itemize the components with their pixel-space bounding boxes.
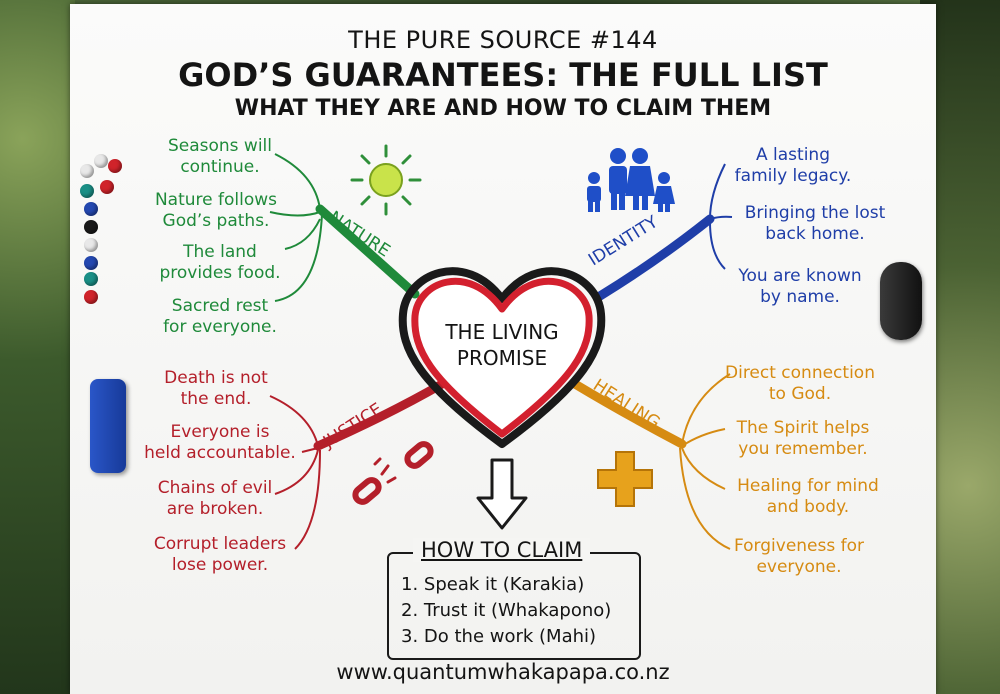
magnet xyxy=(84,238,98,252)
nature-item-1: Seasons will continue. xyxy=(167,136,273,177)
justice-label: JUSTICE xyxy=(319,399,386,452)
subtitle: WHAT THEY ARE AND HOW TO CLAIM THEM xyxy=(234,96,772,121)
claim-step-2: 2. Trust it (Whakapono) xyxy=(401,600,612,621)
nature-branch-line xyxy=(315,204,420,299)
claim-step-1: 1. Speak it (Karakia) xyxy=(401,574,585,595)
website-url: www.quantumwhakapapa.co.nz xyxy=(336,660,670,684)
magnet xyxy=(108,159,122,173)
identity-item-3: You are known by name. xyxy=(738,266,862,307)
identity-item-1: A lasting family legacy. xyxy=(734,145,852,186)
healing-label: HEALING xyxy=(589,375,663,433)
whiteboard: THE PURE SOURCE #144 GOD’S GUARANTEES: T… xyxy=(70,4,936,694)
sun-icon xyxy=(350,144,422,216)
magnet xyxy=(84,290,98,304)
healing-item-3: Healing for mind and body. xyxy=(737,476,879,517)
identity-item-2: Bringing the lost back home. xyxy=(744,203,886,244)
nature-label: NATURE xyxy=(325,207,393,261)
mind-map-drawing: NATURE IDENTITY JUSTICE HEALING THE LIVI… xyxy=(269,144,733,550)
healing-cross-icon xyxy=(597,451,653,507)
justice-item-1: Death is not the end. xyxy=(164,368,268,409)
justice-item-4: Corrupt leaders lose power. xyxy=(153,534,287,575)
whiteboard-eraser xyxy=(90,379,126,473)
episode-heading: THE PURE SOURCE #144 xyxy=(348,26,658,54)
identity-branch-line xyxy=(595,214,715,301)
justice-item-2: Everyone is held accountable. xyxy=(144,422,296,463)
nature-item-3: The land provides food. xyxy=(159,242,281,283)
magnet xyxy=(100,180,114,194)
main-title: GOD’S GUARANTEES: THE FULL LIST xyxy=(178,56,828,94)
magnet xyxy=(84,202,98,216)
magnet xyxy=(94,154,108,168)
family-icon xyxy=(587,148,675,212)
computer-mouse xyxy=(880,262,922,340)
magnet xyxy=(80,164,94,178)
how-to-claim-heading: HOW TO CLAIM xyxy=(413,538,591,562)
justice-item-3: Chains of evil are broken. xyxy=(157,478,273,519)
healing-item-2: The Spirit helps you remember. xyxy=(736,418,870,459)
healing-branch-line xyxy=(570,379,687,449)
claim-step-3: 3. Do the work (Mahi) xyxy=(401,626,597,647)
justice-branch-line xyxy=(313,379,447,451)
magnet xyxy=(84,256,98,270)
down-arrow-icon xyxy=(476,458,528,530)
nature-item-4: Sacred rest for everyone. xyxy=(163,296,277,337)
heart-outline-inner xyxy=(411,277,593,438)
healing-item-4: Forgiveness for everyone. xyxy=(733,536,865,577)
center-line-1: THE LIVING xyxy=(444,320,558,344)
magnet xyxy=(84,272,98,286)
center-line-2: PROMISE xyxy=(457,346,547,370)
healing-item-1: Direct connection to God. xyxy=(725,363,875,404)
magnet xyxy=(80,184,94,198)
broken-chain-icon xyxy=(352,441,434,505)
heart-outline-outer xyxy=(398,267,606,448)
magnet xyxy=(84,220,98,234)
background-foliage-left xyxy=(0,0,75,694)
nature-item-2: Nature follows God’s paths. xyxy=(154,190,278,231)
